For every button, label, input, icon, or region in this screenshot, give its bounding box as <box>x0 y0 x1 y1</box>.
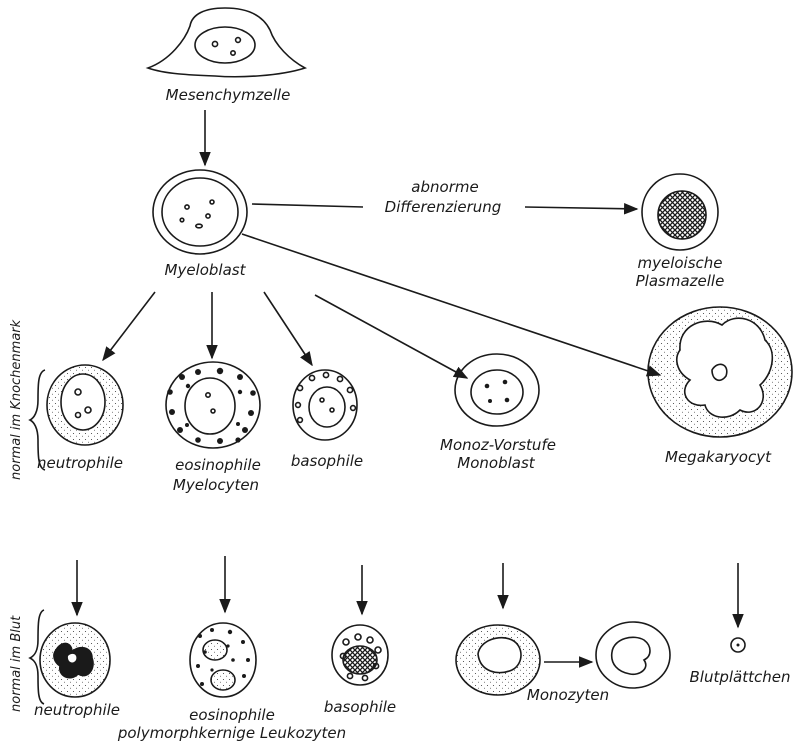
arrow-to-neutrophil <box>102 291 156 362</box>
arrow-to-monoblast <box>314 294 469 379</box>
eosinophil-blood <box>189 622 257 698</box>
monocyte-2 <box>595 621 671 689</box>
label-monoblast-2: Monoblast <box>457 454 535 472</box>
neutrophil-blood <box>39 622 111 698</box>
label-eosinophil-marrow: eosinophile <box>175 456 261 474</box>
side-label-blood: normal im Blut <box>9 615 24 712</box>
label-abnormal-1: abnorme <box>411 178 478 196</box>
label-polymorph: polymorphkernige Leukozyten <box>117 724 346 742</box>
label-platelets: Blutplättchen <box>690 668 791 686</box>
label-mesenchyme: Mesenchymzelle <box>166 86 291 104</box>
neutrophil-myelocyte <box>46 364 124 446</box>
plasma-cell <box>641 173 719 251</box>
label-basophil-marrow: basophile <box>291 452 363 470</box>
label-neutrophil-marrow: neutrophile <box>37 454 123 472</box>
arrow-abnormal-plasma <box>524 203 639 215</box>
bracket-bone-marrow <box>28 369 46 471</box>
monocyte-1 <box>455 624 541 696</box>
label-plasma-1: myeloische <box>637 254 722 272</box>
megakaryocyte-cell <box>647 306 793 438</box>
monoblast-cell <box>454 353 540 427</box>
arrows <box>71 110 744 668</box>
label-myeloblast: Myeloblast <box>165 261 247 279</box>
arrow-to-basophil <box>263 291 313 367</box>
label-basophil-blood: basophile <box>324 698 396 716</box>
label-monocytes: Monozyten <box>527 686 609 704</box>
bracket-blood <box>28 609 45 705</box>
label-monoblast-1: Monoz-Vorstufe <box>440 436 556 454</box>
arrow-to-abnormal <box>251 203 364 208</box>
side-label-bone-marrow: normal im Knochenmark <box>9 319 24 480</box>
mesenchyme-cell <box>145 7 308 78</box>
label-abnormal-2: Differenzierung <box>385 198 502 216</box>
myeloblast-cell <box>152 169 248 255</box>
label-myelocytes: Myelocyten <box>173 476 259 494</box>
label-plasma-2: Plasmazelle <box>636 272 725 290</box>
eosinophil-myelocyte <box>165 361 261 449</box>
platelet <box>730 637 746 653</box>
label-neutrophil-blood: neutrophile <box>34 701 120 719</box>
label-eosinophil-blood: eosinophile <box>189 706 275 724</box>
basophil-blood <box>331 624 389 686</box>
arrow-to-megakaryocyte <box>241 233 662 377</box>
label-megakaryocyte: Megakaryocyt <box>665 448 772 466</box>
basophil-myelocyte <box>292 369 358 441</box>
